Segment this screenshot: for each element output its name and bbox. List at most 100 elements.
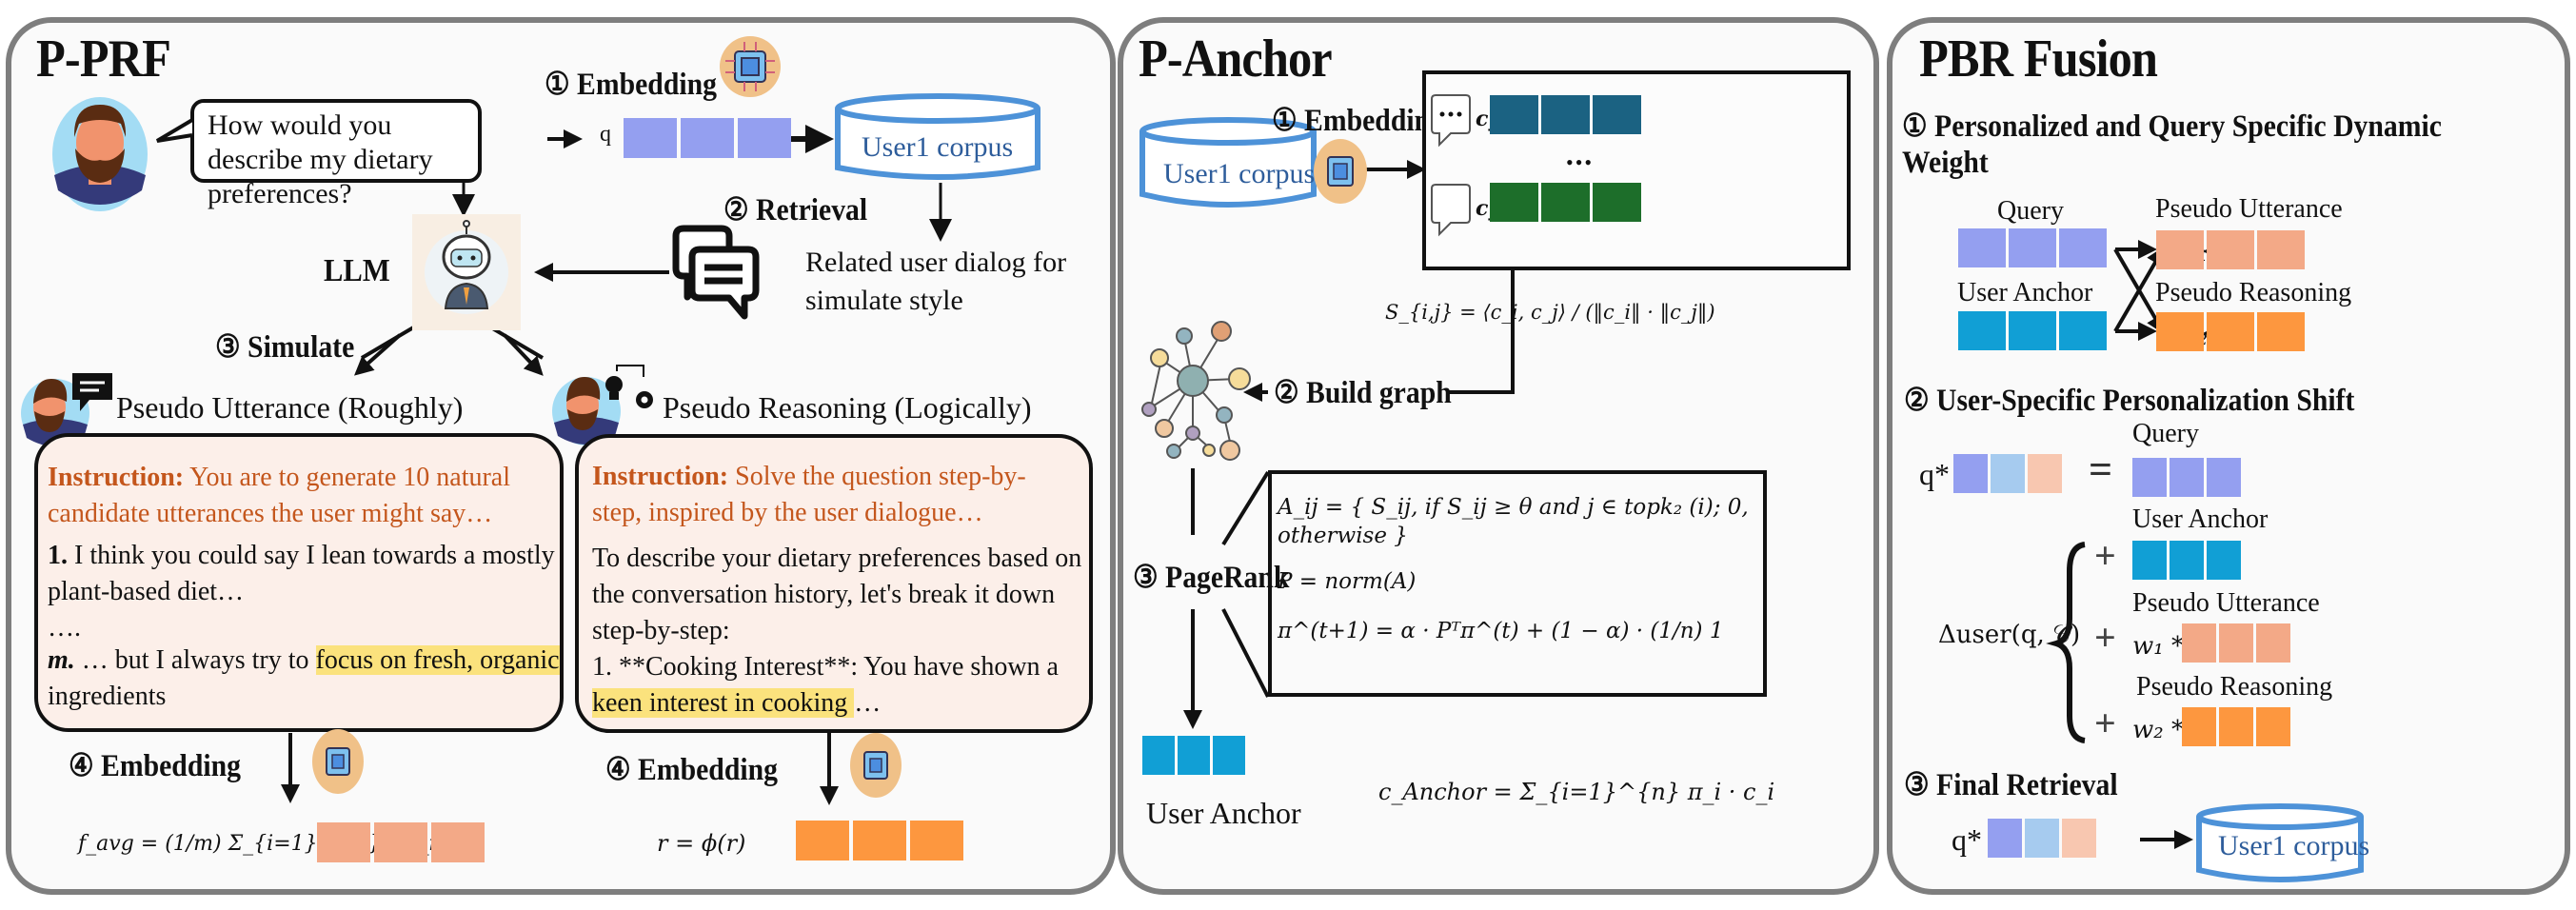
- vector-cell: [624, 118, 677, 158]
- pprf-step3-label: ③ Simulate: [215, 330, 355, 365]
- related-dialog-text: Related user dialog for simulate style: [805, 247, 1067, 316]
- vector-cell: [2132, 541, 2167, 580]
- anchor-formula: c_Anchor = Σ_{i=1}^{n} π_i · c_i: [1378, 779, 1775, 805]
- shift-pseudo-utterance-label: Pseudo Utterance: [2132, 588, 2320, 618]
- pbr-step2-label: ② User-Specific Personalization Shift: [1904, 384, 2355, 418]
- utterance-box: Instruction: You are to generate 10 natu…: [34, 433, 564, 732]
- instruction-text: You are to generate 10 natural candidate…: [48, 463, 511, 528]
- vector-cell: [1541, 183, 1590, 222]
- query-vector: [1958, 228, 2107, 267]
- vector-cell: [2182, 707, 2216, 746]
- pseudo-reasoning-label: Pseudo Reasoning: [2155, 278, 2352, 307]
- instruction-text: Solve the question step-by-step, inspire…: [592, 462, 1026, 527]
- vector-cell: [431, 822, 485, 862]
- vector-cell: [2059, 228, 2107, 267]
- vector-cell: [1958, 311, 2006, 350]
- vector-cell: [374, 822, 427, 862]
- pseudo-reasoning-vector: [2156, 312, 2305, 351]
- qstar-vector: [1953, 454, 2062, 493]
- user-query-text: How would you describe my dietary prefer…: [208, 109, 433, 209]
- vector-cell: [738, 118, 791, 158]
- utterance-item-m: m. … but I always try to focus on fresh,…: [48, 645, 560, 711]
- vector-cell: [2156, 230, 2204, 269]
- final-qstar-label: q*: [1952, 822, 1982, 857]
- shift-query-label: Query: [2132, 419, 2199, 448]
- vector-cell: [317, 822, 370, 862]
- final-qstar-vector: [1988, 819, 2096, 858]
- vector-cell: [796, 821, 849, 861]
- vector-cell: [2256, 707, 2290, 746]
- vector-cell: [2257, 230, 2305, 269]
- reasoning-instruction: Instruction: Solve the question step-by-…: [592, 459, 1068, 531]
- r-formula: r = ϕ(r): [657, 830, 746, 857]
- adjacency-formula: A_ij = { S_ij, if S_ij ≥ θ and j ∈ topk₂…: [1278, 495, 1749, 548]
- vector-cell: [2062, 819, 2096, 858]
- pprf-step4-right-label: ④ Embedding: [605, 753, 778, 787]
- user-query-bubble: How would you describe my dietary prefer…: [190, 99, 482, 209]
- ci-vector: [1490, 95, 1641, 134]
- vector-cell: [1541, 95, 1590, 134]
- vector-cell: [2009, 228, 2056, 267]
- shift-user-anchor-vector: [2132, 541, 2241, 580]
- reasoning-body: To describe your dietary preferences bas…: [592, 544, 1082, 645]
- reasoning-box: Instruction: Solve the question step-by-…: [575, 434, 1093, 733]
- normalization-formula: P = norm(A): [1278, 569, 1417, 594]
- user-anchor-label: User Anchor: [1957, 278, 2093, 307]
- reasoning-title: Pseudo Reasoning (Logically): [663, 390, 1032, 425]
- vector-cell: [2207, 541, 2241, 580]
- reasoning-item-1: 1. **Cooking Interest**: You have shown …: [592, 652, 1059, 718]
- vector-cell: [2257, 312, 2305, 351]
- similarity-formula: S_{i,j} = ⟨c_i, c_j⟩ / (‖c_i‖ · ‖c_j‖): [1385, 301, 1715, 324]
- plus-sign: +: [2094, 616, 2116, 659]
- vector-cell: [2219, 707, 2253, 746]
- panchor-title: P-Anchor: [1139, 30, 1333, 89]
- w2-multiplier: w₂ *: [2132, 716, 2184, 744]
- pbr-title: PBR Fusion: [1919, 30, 2158, 89]
- pbr-step3-label: ③ Final Retrieval: [1904, 768, 2118, 802]
- shift-user-anchor-label: User Anchor: [2132, 504, 2269, 534]
- vector-cell: [1213, 736, 1245, 775]
- instruction-label: Instruction:: [592, 462, 729, 491]
- qstar-label: q*: [1919, 457, 1950, 491]
- instruction-label: Instruction:: [48, 463, 185, 492]
- highlighted-phrase: keen interest in cooking: [592, 688, 855, 718]
- pseudo-reasoning-vector: [796, 821, 963, 861]
- delta-user-label: Δuser(q, 𝒞): [1938, 621, 2081, 649]
- shift-pseudo-utterance-vector: [2182, 623, 2290, 663]
- vector-cell: [2256, 623, 2290, 663]
- vector-cell: [2170, 458, 2204, 497]
- pprf-step4-left-label: ④ Embedding: [69, 749, 241, 783]
- vector-cell: [1490, 183, 1538, 222]
- pprf-step2-label: ② Retrieval: [723, 193, 868, 228]
- user-anchor-vector: [1958, 311, 2107, 350]
- vector-cell: [2182, 623, 2216, 663]
- vector-cell: [2207, 230, 2254, 269]
- panchor-step2-label: ② Build graph: [1274, 376, 1452, 410]
- vector-cell: [681, 118, 734, 158]
- vector-cell: [2025, 819, 2059, 858]
- w1-multiplier: w₁ *: [2132, 632, 2184, 661]
- vector-cell: [1958, 228, 2006, 267]
- shift-pseudo-reasoning-label: Pseudo Reasoning: [2136, 672, 2333, 702]
- vector-cell: [910, 821, 963, 861]
- pagerank-formula-box: A_ij = { S_ij, if S_ij ≥ θ and j ∈ topk₂…: [1268, 470, 1767, 697]
- vector-cell: [1593, 183, 1641, 222]
- plus-sign: +: [2094, 534, 2116, 577]
- vector-cell: [2207, 312, 2254, 351]
- vector-cell: [2009, 311, 2056, 350]
- utterance-instruction: Instruction: You are to generate 10 natu…: [48, 460, 560, 532]
- vector-cell: [1988, 819, 2022, 858]
- vector-cell: [2207, 458, 2241, 497]
- corpus-label: User1 corpus: [2218, 830, 2370, 861]
- vector-cell: [1593, 95, 1641, 134]
- vector-cell: [2219, 623, 2253, 663]
- user-anchor-vector: [1142, 736, 1245, 775]
- query-vector: [624, 118, 791, 158]
- vector-cell: [2028, 454, 2062, 493]
- vector-cell: [1142, 736, 1175, 775]
- vector-cell: [853, 821, 906, 861]
- vector-cell: [1490, 95, 1538, 134]
- shift-query-vector: [2132, 458, 2241, 497]
- shift-pseudo-reasoning-vector: [2182, 707, 2290, 746]
- vector-cell: [2170, 541, 2204, 580]
